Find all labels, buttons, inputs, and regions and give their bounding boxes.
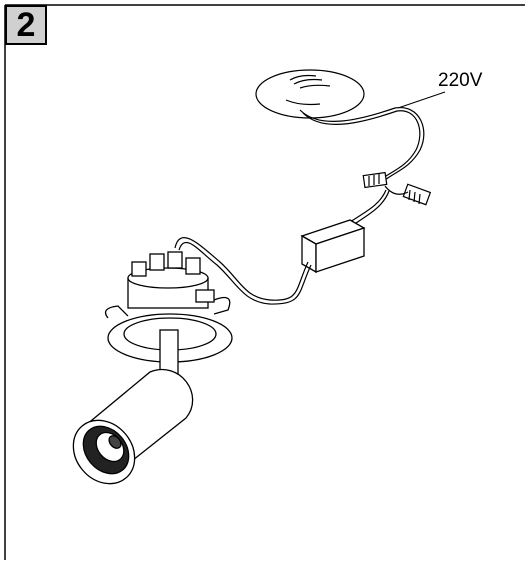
terminal-connector-right [402,183,432,206]
panel-border [4,4,525,560]
voltage-label: 220V [438,70,483,91]
mains-cable [299,107,425,181]
spotlight-head [72,369,194,485]
driver-input-cable [349,185,409,226]
step-number-badge: 2 [5,5,47,45]
ceiling-cutout [255,69,365,119]
fixture-cable [174,237,312,305]
step-number: 2 [16,6,36,44]
terminal-connector-top [362,171,388,189]
voltage-leader-line [397,91,446,109]
led-driver-box [300,219,366,274]
